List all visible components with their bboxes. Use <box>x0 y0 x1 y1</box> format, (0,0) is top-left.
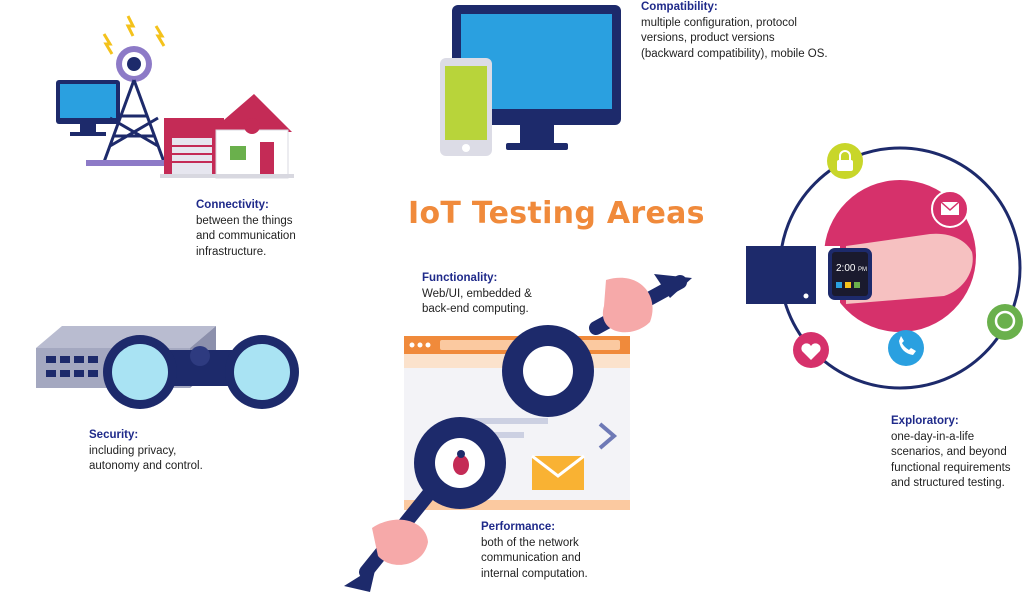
area-description: both of the network communication and in… <box>481 536 588 580</box>
area-functionality: Functionality: Web/UI, embedded & back-e… <box>422 271 532 318</box>
area-compatibility: Compatibility: multiple configuration, p… <box>641 0 828 62</box>
area-performance: Performance: both of the network communi… <box>481 520 588 582</box>
devices-icon <box>440 5 621 156</box>
watch-ampm: PM <box>858 267 867 273</box>
area-description: between the things and communication inf… <box>196 214 296 258</box>
area-heading: Security: <box>89 429 139 441</box>
area-heading: Compatibility: <box>641 1 718 13</box>
area-description: one-day-in-a-life scenarios, and beyond … <box>891 430 1011 490</box>
area-description: including privacy, autonomy and control. <box>89 444 203 473</box>
diagram-title: IoT Testing Areas <box>408 196 705 231</box>
area-description: multiple configuration, protocol version… <box>641 16 828 60</box>
smartwatch-icon: 2:00 PM <box>746 143 1023 390</box>
magnifier-icon <box>344 274 692 592</box>
area-exploratory: Exploratory: one-day-in-a-life scenarios… <box>891 414 1011 492</box>
area-description: Web/UI, embedded & back-end computing. <box>422 287 532 316</box>
area-connectivity: Connectivity: between the things and com… <box>196 198 296 260</box>
area-heading: Functionality: <box>422 272 498 284</box>
area-heading: Performance: <box>481 521 556 533</box>
binoculars-icon <box>36 326 299 409</box>
tower-house-icon <box>56 15 294 179</box>
area-security: Security: including privacy, autonomy an… <box>89 428 203 475</box>
area-heading: Connectivity: <box>196 199 269 211</box>
area-heading: Exploratory: <box>891 415 959 427</box>
watch-time: 2:00 <box>836 263 856 274</box>
